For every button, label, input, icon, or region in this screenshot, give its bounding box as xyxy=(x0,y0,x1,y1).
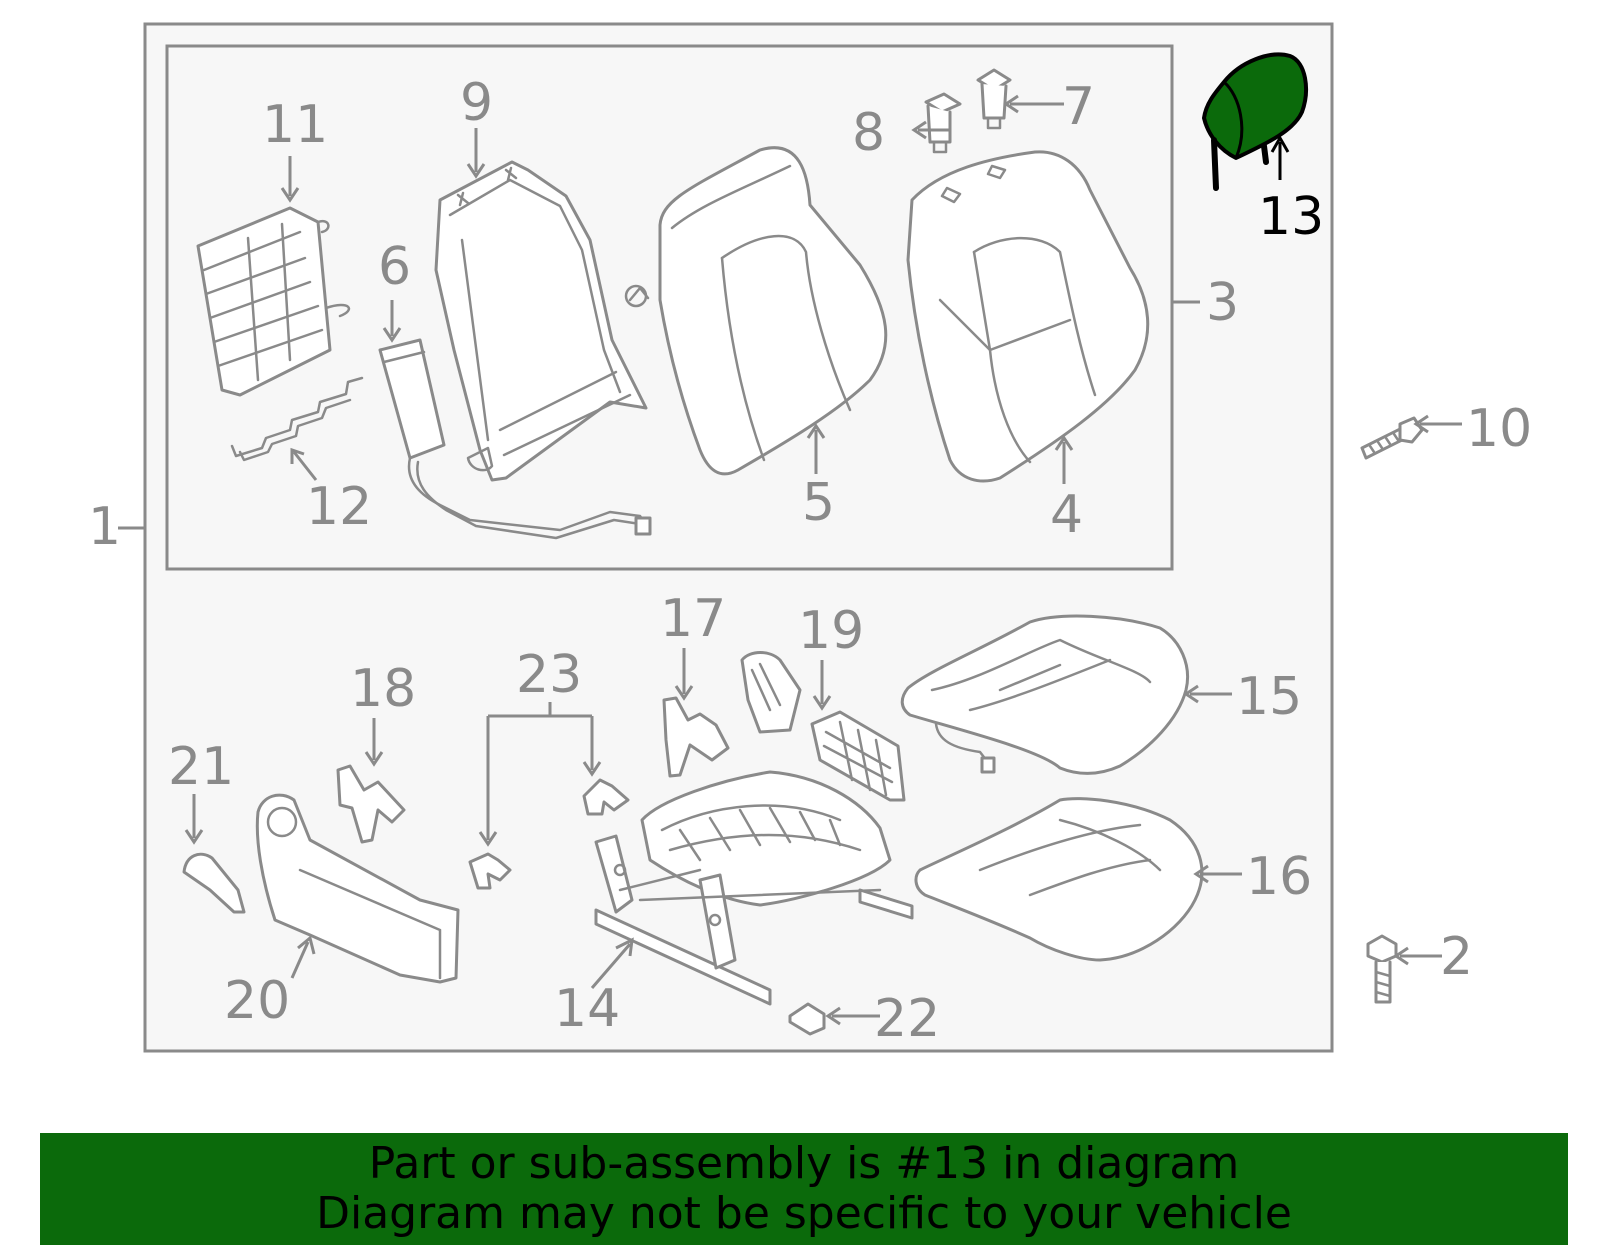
label-13: 13 xyxy=(1258,187,1324,247)
part-20-side-cover[interactable] xyxy=(255,793,460,984)
label-23: 23 xyxy=(516,645,582,705)
leader-lines xyxy=(118,94,1462,1026)
label-14: 14 xyxy=(554,979,620,1039)
banner-line-disclaimer: Diagram may not be specific to your vehi… xyxy=(316,1188,1292,1239)
label-16: 16 xyxy=(1246,847,1312,907)
seat-parts-diagram: 1 2 3 4 5 6 7 8 9 10 11 12 13 14 15 16 1… xyxy=(88,22,1532,1053)
part-16-cushion-pad[interactable] xyxy=(914,797,1204,962)
label-8: 8 xyxy=(852,103,885,163)
label-9: 9 xyxy=(460,73,493,133)
label-11: 11 xyxy=(262,95,328,155)
part-19-side-shield[interactable] xyxy=(740,651,906,802)
part-4-seatback-cover[interactable] xyxy=(906,150,1150,483)
label-3: 3 xyxy=(1206,273,1239,333)
part-23-clips[interactable] xyxy=(468,778,630,890)
part-2-bolt[interactable] xyxy=(1366,934,1398,1004)
part-14-seat-cushion-frame[interactable] xyxy=(594,770,914,1006)
part-11-lumbar-support[interactable] xyxy=(196,206,351,397)
label-7: 7 xyxy=(1062,77,1095,137)
label-12: 12 xyxy=(306,477,372,537)
label-15: 15 xyxy=(1236,667,1302,727)
label-5: 5 xyxy=(802,473,835,533)
part-7-headrest-guide[interactable] xyxy=(976,68,1012,130)
info-banner: Part or sub-assembly is #13 in diagram D… xyxy=(40,1133,1568,1245)
label-2: 2 xyxy=(1440,927,1473,987)
part-9-seatback-frame[interactable] xyxy=(434,160,650,482)
part-17-bracket[interactable] xyxy=(662,696,730,778)
label-1: 1 xyxy=(88,497,121,557)
part-18-bracket[interactable] xyxy=(336,764,406,844)
label-10: 10 xyxy=(1466,399,1532,459)
part-10-bolt[interactable] xyxy=(1360,416,1424,460)
part-13-headrest[interactable] xyxy=(1202,52,1308,191)
label-4: 4 xyxy=(1050,485,1083,545)
part-5-seatback-pad[interactable] xyxy=(658,146,888,476)
label-21: 21 xyxy=(168,737,234,797)
label-6: 6 xyxy=(378,237,411,297)
label-22: 22 xyxy=(874,989,940,1049)
part-15-cushion-cover[interactable] xyxy=(900,614,1189,775)
part-12-wire-spring[interactable] xyxy=(230,376,364,462)
part-22-clip[interactable] xyxy=(788,1002,826,1036)
label-18: 18 xyxy=(350,659,416,719)
part-21-trim-cap[interactable] xyxy=(182,852,246,914)
label-19: 19 xyxy=(798,601,864,661)
part-8-headrest-guide[interactable] xyxy=(924,92,962,154)
label-20: 20 xyxy=(224,971,290,1031)
part-6-side-airbag[interactable] xyxy=(378,338,652,540)
banner-line-part-number: Part or sub-assembly is #13 in diagram xyxy=(368,1138,1240,1189)
label-17: 17 xyxy=(660,589,726,649)
